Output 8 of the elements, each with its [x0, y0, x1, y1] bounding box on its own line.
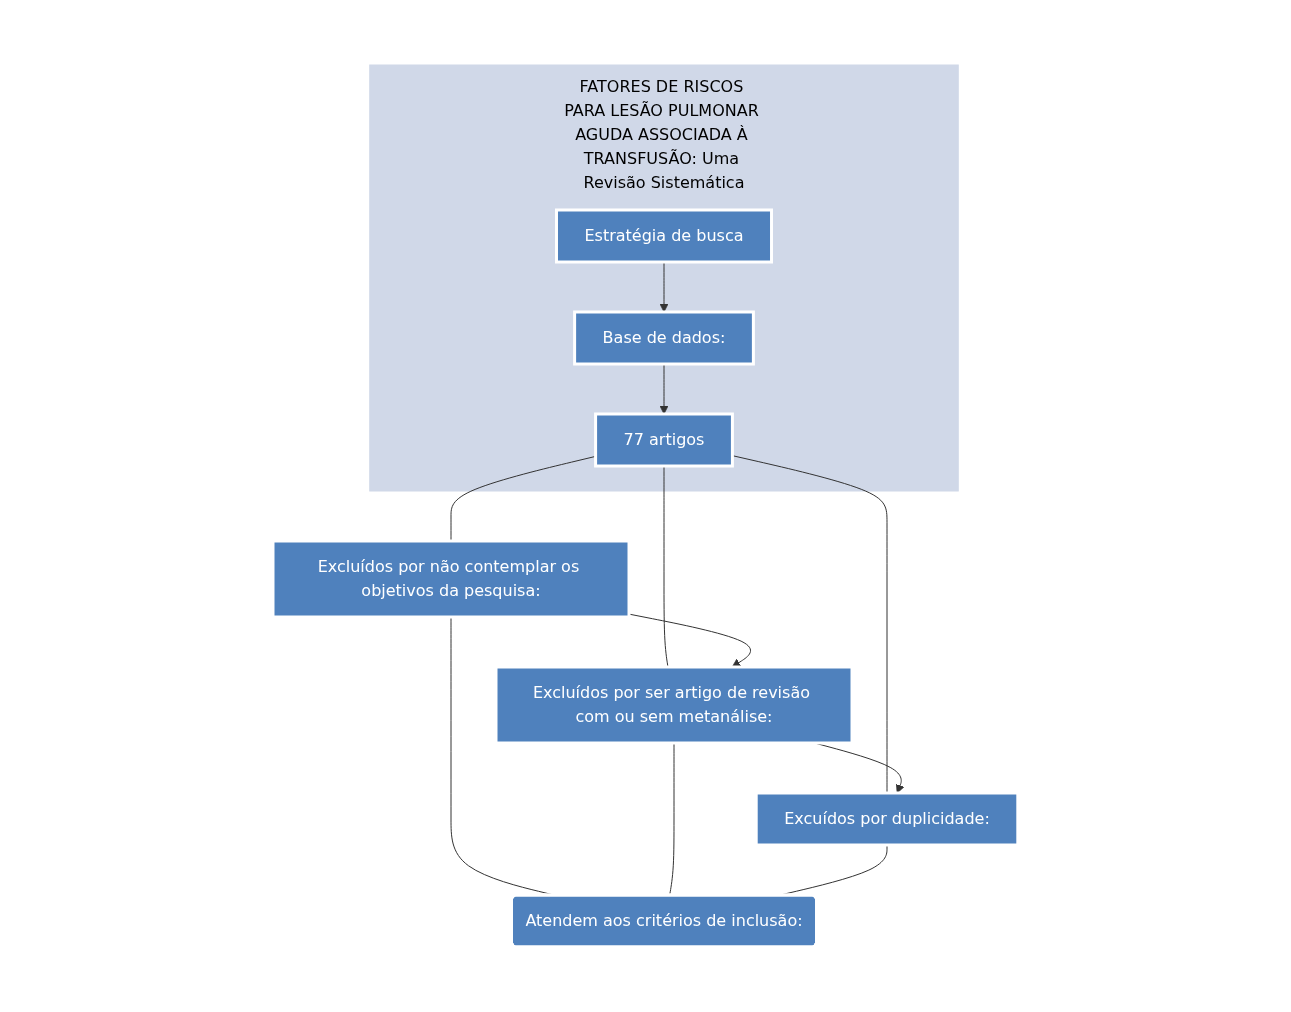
- node-box: Excuídos por duplicidade:: [754, 791, 1020, 847]
- node-box: 77 artigos: [594, 412, 734, 468]
- node-box: Base de dados:: [573, 310, 755, 366]
- connector: [732, 455, 888, 794]
- arrow: [628, 613, 752, 668]
- node-box: Excluídos por não contemplar os objetivos da pesquisa:: [271, 539, 631, 619]
- node-box: Estratégia de busca: [555, 208, 774, 264]
- node-box: Excluídos por ser artigo de revisão com ou sem metanálise:: [494, 665, 854, 745]
